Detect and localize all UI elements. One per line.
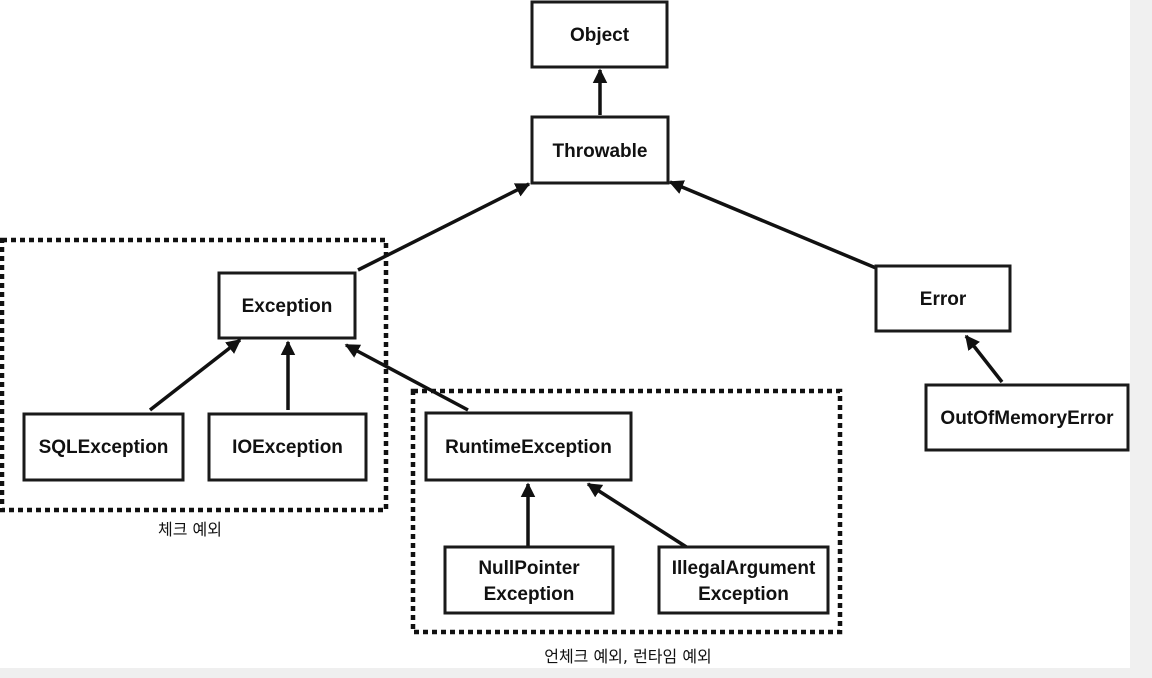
- edge-outofmemoryerror-error: [964, 334, 1004, 384]
- node-error-box: [874, 264, 1012, 333]
- node-error-label: Error: [920, 289, 967, 310]
- node-runtimeexception-label: RuntimeException: [445, 437, 612, 458]
- node-nullpointerexception-box: [443, 545, 615, 615]
- node-illegalargumentexception-label-line2: Exception: [698, 584, 789, 605]
- node-throwable-label: Throwable: [552, 141, 647, 162]
- node-outofmemoryerror-label: OutOfMemoryError: [940, 408, 1114, 429]
- node-error: Error: [874, 264, 1012, 333]
- unchecked-exception-group: [410, 388, 843, 635]
- node-object: Object: [530, 0, 669, 69]
- node-runtimeexception-box: [424, 411, 633, 482]
- checked-exception-group: [0, 237, 389, 513]
- node-throwable: Throwable: [530, 115, 670, 185]
- node-sqlexception: SQLException: [22, 412, 185, 482]
- node-nullpointerexception: NullPointer Exception: [443, 545, 615, 615]
- edge-error-throwable: [668, 180, 877, 270]
- node-illegalargumentexception: IllegalArgument Exception: [657, 545, 830, 615]
- right-edge-strip: [1130, 0, 1152, 678]
- node-exception-box: [217, 271, 357, 340]
- node-outofmemoryerror: OutOfMemoryError: [924, 383, 1130, 452]
- node-exception: Exception: [217, 271, 357, 340]
- bottom-edge-strip: [0, 668, 1130, 678]
- edge-exception-throwable: [357, 182, 531, 272]
- edge-runtimeexception-exception: [344, 343, 469, 412]
- node-object-label: Object: [570, 25, 630, 46]
- node-illegalargumentexception-box: [657, 545, 830, 615]
- node-ioexception: IOException: [207, 412, 368, 482]
- node-ioexception-box: [207, 412, 368, 482]
- checked-exception-label: 체크 예외: [158, 520, 222, 539]
- node-ioexception-label: IOException: [232, 437, 343, 458]
- node-runtimeexception: RuntimeException: [424, 411, 633, 482]
- node-exception-label: Exception: [242, 296, 333, 317]
- node-throwable-box: [530, 115, 670, 185]
- node-sqlexception-box: [22, 412, 185, 482]
- exception-hierarchy-diagram: 체크 예외 언체크 예외, 런타임 예외 Object Throwable Ex…: [0, 0, 1130, 666]
- node-illegalargumentexception-label-line1: IllegalArgument: [672, 558, 816, 579]
- node-sqlexception-label: SQLException: [39, 437, 169, 458]
- unchecked-exception-label: 언체크 예외, 런타임 예외: [544, 647, 712, 666]
- node-object-box: [530, 0, 669, 69]
- node-outofmemoryerror-box: [924, 383, 1130, 452]
- edge-illegalargumentexception-runtimeexception: [586, 482, 689, 550]
- edge-sqlexception-exception: [148, 338, 242, 412]
- node-nullpointerexception-label-line1: NullPointer: [478, 558, 580, 579]
- node-nullpointerexception-label-line2: Exception: [484, 584, 575, 605]
